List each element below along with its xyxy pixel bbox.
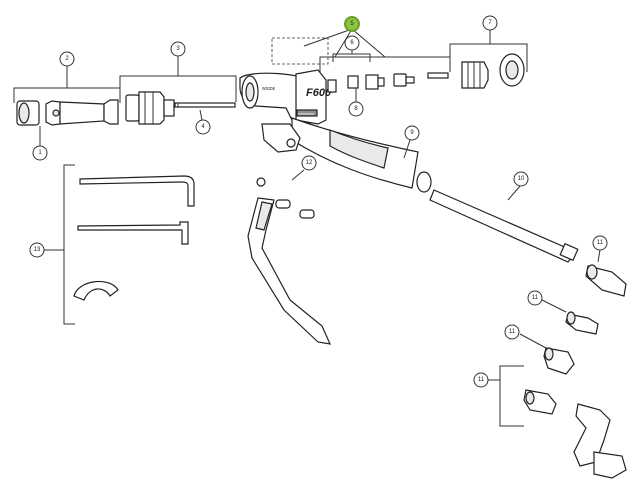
callout-2-label: 2 bbox=[65, 56, 69, 62]
valve-parts bbox=[327, 74, 385, 93]
callout-5[interactable]: 5 bbox=[344, 16, 360, 32]
callout-1: 1 bbox=[32, 145, 48, 161]
callout-6: 6 bbox=[344, 35, 360, 51]
group-brackets bbox=[13, 28, 528, 103]
extension-assembly bbox=[125, 91, 236, 125]
callout-1-label: 1 bbox=[38, 150, 42, 156]
callout-13-label: 13 bbox=[34, 247, 41, 253]
callout-7: 7 bbox=[482, 15, 498, 31]
callout-11-d-label: 11 bbox=[478, 377, 485, 383]
callout-13: 13 bbox=[29, 242, 45, 258]
callout-11-c: 11 bbox=[504, 324, 520, 340]
callout-7-label: 7 bbox=[488, 20, 492, 26]
model-marking: F600 bbox=[306, 87, 332, 99]
callout-3: 3 bbox=[170, 41, 186, 57]
callout-8: 8 bbox=[348, 101, 364, 117]
nozzle-assembly bbox=[16, 99, 119, 126]
callout-11-b: 11 bbox=[527, 290, 543, 306]
callout-2: 2 bbox=[59, 51, 75, 67]
callout-11-a: 11 bbox=[592, 235, 608, 251]
callout-12-label: 12 bbox=[306, 160, 313, 166]
callout-9-label: 9 bbox=[410, 130, 414, 136]
callout-5-label: 5 bbox=[350, 21, 354, 27]
callout-11-c-label: 11 bbox=[509, 329, 516, 335]
extension-tube bbox=[416, 171, 579, 263]
callout-11-d: 11 bbox=[473, 372, 489, 388]
leader-lines bbox=[39, 88, 601, 427]
callout-9: 9 bbox=[404, 125, 420, 141]
tools bbox=[44, 164, 195, 325]
callout-6-label: 6 bbox=[350, 40, 354, 46]
callout-3-label: 3 bbox=[176, 46, 180, 52]
gun-body: F600 ᴡsɪᴅᴇ xxxxxxxx bbox=[239, 69, 419, 189]
callout-11-a-label: 11 bbox=[597, 240, 604, 246]
plate-marking: xxxxxxxx bbox=[298, 111, 314, 116]
callout-10: 10 bbox=[513, 171, 529, 187]
callout-4-label: 4 bbox=[201, 124, 205, 130]
brand-marking: ᴡsɪᴅᴇ bbox=[262, 86, 276, 92]
callout-8-label: 8 bbox=[354, 106, 358, 112]
callout-10-label: 10 bbox=[518, 176, 525, 182]
group-7-parts bbox=[393, 53, 525, 89]
callout-4: 4 bbox=[195, 119, 211, 135]
lever-assembly bbox=[247, 177, 332, 345]
callout-12: 12 bbox=[301, 155, 317, 171]
callout-11-b-label: 11 bbox=[532, 295, 539, 301]
coupler-parts bbox=[523, 264, 627, 479]
